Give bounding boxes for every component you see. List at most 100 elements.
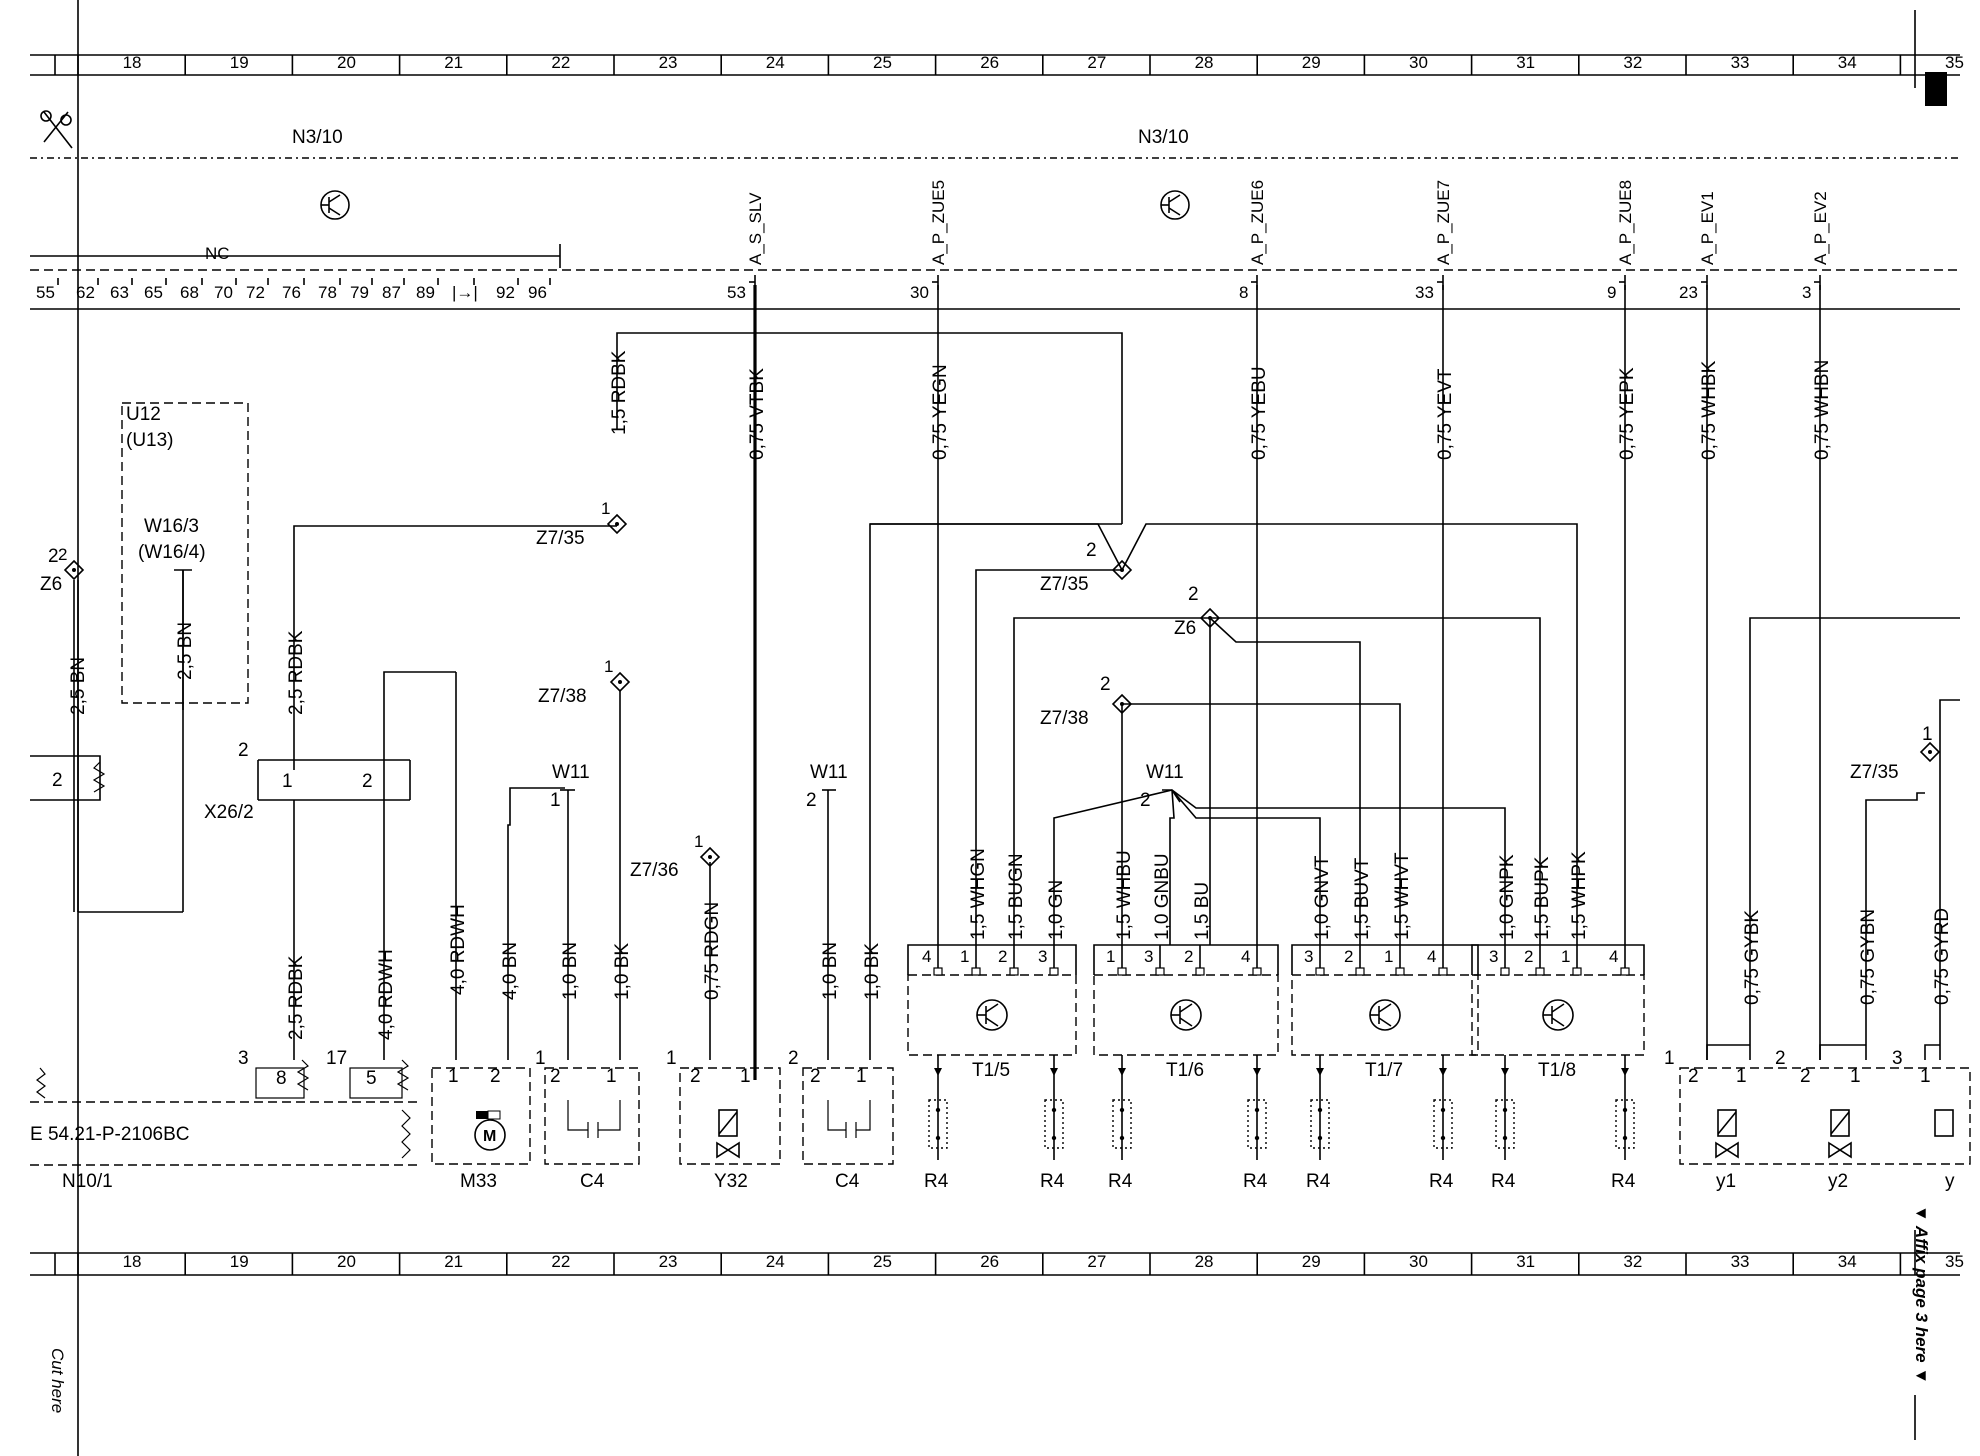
signal-name: A_P_EV1 bbox=[1698, 191, 1717, 265]
scissors-icon bbox=[40, 110, 73, 149]
signal-pin-number: 3 bbox=[1802, 283, 1811, 302]
module-wire-label: 1,5 BUVT bbox=[1352, 857, 1373, 940]
y3-label: y bbox=[1945, 1171, 1955, 1192]
transistor-icon bbox=[1369, 999, 1401, 1031]
transistor-icon bbox=[976, 999, 1008, 1031]
resistor-icon bbox=[1247, 1099, 1267, 1149]
w16-4-label: (W16/4) bbox=[138, 542, 206, 563]
bottom-grid-col-29: 29 bbox=[1302, 1252, 1321, 1271]
bottom-grid-col-23: 23 bbox=[659, 1252, 678, 1271]
module-pin: 1 bbox=[1106, 947, 1115, 966]
signal-pin-number: 33 bbox=[1415, 283, 1434, 302]
signal-name: A_P_ZUE7 bbox=[1434, 180, 1453, 265]
wire-label-rdwh-low: 4,0 RDWH bbox=[376, 949, 397, 1040]
resistor-r4: R4 bbox=[924, 1055, 949, 1192]
left-pin-2: 2 bbox=[52, 770, 63, 791]
motor-icon: M bbox=[474, 1110, 506, 1151]
module-label: T1/5 bbox=[972, 1060, 1010, 1081]
c4a-pin-2: 2 bbox=[550, 1066, 561, 1087]
affix-page-label: ▼ Affix page 3 here ▼ bbox=[1912, 1205, 1931, 1384]
signal-pin-30: 30A_P_ZUE5 bbox=[910, 180, 948, 302]
transistor-icon bbox=[1160, 190, 1190, 220]
z7-38-label-b: Z7/38 bbox=[1040, 708, 1089, 729]
bottom-grid-col-33: 33 bbox=[1731, 1252, 1750, 1271]
unit-pin-9: 78 bbox=[318, 283, 337, 302]
z7-38-label-a: Z7/38 bbox=[538, 686, 587, 707]
w16-3-label: W16/3 bbox=[144, 516, 199, 537]
c4b-pin-2b: 2 bbox=[810, 1066, 821, 1087]
z7-35-label-mid: Z7/35 bbox=[1040, 574, 1089, 595]
wire-label-bn-m33: 4,0 BN bbox=[500, 942, 521, 1000]
signal-pin-53: 53A_S_SLV bbox=[727, 192, 765, 302]
signal-name: A_P_ZUE6 bbox=[1248, 180, 1267, 265]
module-pin: 3 bbox=[1144, 947, 1153, 966]
wire-label-bn-z6: 2,5 BN bbox=[68, 657, 89, 715]
bottom-grid-col-27: 27 bbox=[1087, 1252, 1106, 1271]
wire-label-bn-c4b: 1,0 BN bbox=[820, 942, 841, 1000]
wire-label-vtbk: 0,75 VTBK bbox=[747, 368, 768, 460]
module-wire-label: 1,0 GNBU bbox=[1152, 853, 1173, 940]
module-pin: 4 bbox=[1241, 947, 1250, 966]
bottom-grid-col-35: 35 bbox=[1945, 1252, 1964, 1271]
resistor-icon bbox=[1112, 1099, 1132, 1149]
signal-pin-number: 8 bbox=[1239, 283, 1248, 302]
module-pin: 2 bbox=[1184, 947, 1193, 966]
z7-35-label-right: Z7/35 bbox=[1850, 762, 1899, 783]
x26-pin-2: 2 bbox=[238, 740, 249, 761]
diamond-pin-label: 2 bbox=[58, 545, 67, 564]
n10-pin-5: 5 bbox=[366, 1068, 377, 1089]
z6-center-label: Z6 bbox=[1174, 618, 1196, 639]
signal-pin-8: 8A_P_ZUE6 bbox=[1239, 180, 1267, 302]
signal-pin-number: 23 bbox=[1679, 283, 1698, 302]
wire-label-gybk: 0,75 GYBK bbox=[1742, 910, 1763, 1005]
bottom-grid-col-19: 19 bbox=[230, 1252, 249, 1271]
module-wire-label: 1,5 BUGN bbox=[1006, 853, 1027, 940]
module-pin: 3 bbox=[1489, 947, 1498, 966]
motor-m33: 1 2 4,0 BN M M33 bbox=[431, 787, 565, 1192]
c4a-label: C4 bbox=[580, 1171, 605, 1192]
top-grid-col-31: 31 bbox=[1516, 53, 1535, 72]
unit-pin-15: 96 bbox=[528, 283, 547, 302]
nc-label: NC bbox=[205, 244, 230, 263]
m33-pin-2: 2 bbox=[490, 1066, 501, 1087]
z6-center-pin: 2 bbox=[1188, 584, 1199, 605]
unit-pin-6: 70 bbox=[214, 283, 233, 302]
wire-label-yepk: 0,75 YEPK bbox=[1617, 367, 1638, 460]
r4-label: R4 bbox=[1108, 1171, 1133, 1192]
resistor-r4: R4 bbox=[1491, 1055, 1516, 1192]
resistor-icon bbox=[396, 1059, 410, 1091]
unit-pin-8: 76 bbox=[282, 283, 301, 302]
top-grid-col-35: 35 bbox=[1945, 53, 1964, 72]
valve-group-y: 0,75 GYBK 0,75 GYBN 0,75 GYRD Z7/35 1 1 … bbox=[1664, 617, 1971, 1192]
signal-pin-number: 30 bbox=[910, 283, 929, 302]
z7-36-label: Z7/36 bbox=[630, 860, 679, 881]
resistor-icon bbox=[296, 1059, 310, 1091]
wire-label-rdbk-top: 1,5 RDBK bbox=[609, 350, 630, 435]
y32-pin-2: 2 bbox=[690, 1066, 701, 1087]
wire-label-whbk: 0,75 WHBK bbox=[1699, 360, 1720, 460]
x26-pin-1a: 1 bbox=[282, 771, 293, 792]
module-wire-label: 1,0 GNPK bbox=[1497, 854, 1518, 940]
signal-pin-23: 23A_P_EV1 bbox=[1679, 191, 1717, 302]
transistor-icon bbox=[320, 190, 350, 220]
top-grid-col-23: 23 bbox=[659, 53, 678, 72]
module-wire-label: 1,5 BUPK bbox=[1532, 856, 1553, 940]
w11-group-a: W11 1 1,0 BN Z7/38 1,0 BK bbox=[538, 686, 633, 1060]
module-pin: 1 bbox=[1561, 947, 1570, 966]
unit-pin-14: 92 bbox=[496, 283, 515, 302]
top-grid-col-27: 27 bbox=[1087, 53, 1106, 72]
resistor-icon bbox=[1433, 1099, 1453, 1149]
cut-here-label: Cut here bbox=[48, 1348, 67, 1413]
signal-name: A_P_ZUE5 bbox=[929, 180, 948, 265]
y1-label: y1 bbox=[1716, 1171, 1736, 1192]
resistor-icon bbox=[928, 1099, 948, 1149]
top-grid-col-25: 25 bbox=[873, 53, 892, 72]
module-label: T1/7 bbox=[1365, 1060, 1403, 1081]
signal-pin-33: 33A_P_ZUE7 bbox=[1415, 180, 1453, 302]
x26-2-label: X26/2 bbox=[204, 802, 254, 823]
unit-pin-3: 63 bbox=[110, 283, 129, 302]
resistor-icon bbox=[1310, 1099, 1330, 1149]
wire-label-yevt: 0,75 YEVT bbox=[1435, 368, 1456, 460]
